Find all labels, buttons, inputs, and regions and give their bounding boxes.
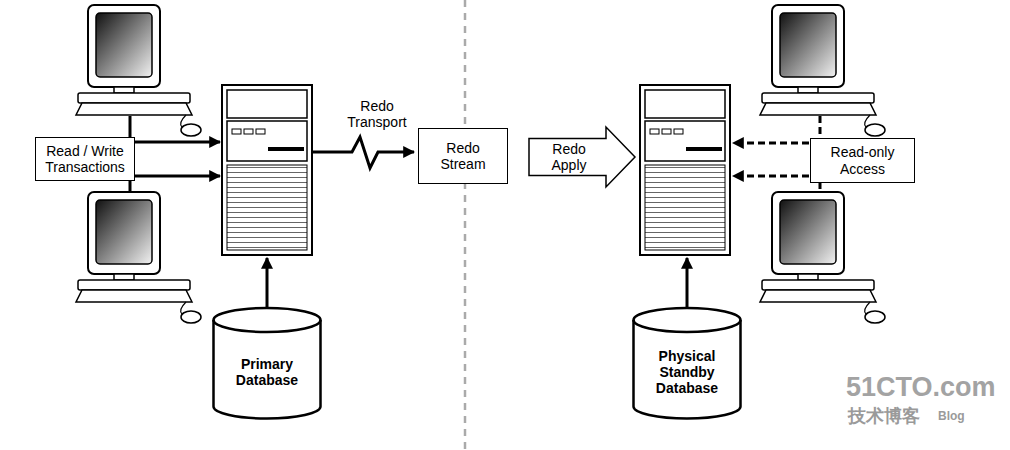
- node-text: Redo Apply: [536, 141, 602, 173]
- illustration-part: [312, 137, 414, 168]
- illustration-part: [733, 175, 820, 178]
- client-wires: [130, 116, 687, 310]
- client-computer: [76, 5, 201, 136]
- watermark: 技术博客: [848, 406, 920, 427]
- node-text: Redo Stream: [425, 140, 501, 172]
- illustration-part: [266, 258, 269, 310]
- transport-label: Redo Transport: [336, 98, 418, 130]
- node-text: Primary Database: [220, 356, 314, 388]
- client-computer: [760, 5, 885, 136]
- illustration-part: [733, 142, 820, 145]
- label-box: Read / Write Transactions: [35, 137, 135, 181]
- database-cylinder: Physical Standby Database: [632, 308, 742, 420]
- apply-arrow: Redo Apply: [528, 126, 636, 188]
- client-computer: [76, 192, 201, 323]
- standby-server: [640, 85, 730, 255]
- watermark: 51CTO.com: [846, 372, 996, 403]
- cylinder-rim: [634, 320, 741, 332]
- client-computer: [760, 192, 885, 323]
- database-cylinder: Primary Database: [212, 308, 322, 420]
- label-box: Read-only Access: [810, 138, 915, 183]
- divider-line: [464, 0, 467, 450]
- watermark: Blog: [938, 410, 965, 424]
- stream-box: Redo Stream: [418, 128, 508, 184]
- node-text: Read-only Access: [817, 144, 908, 176]
- arrow-body: [529, 127, 635, 187]
- cylinder-rim: [214, 320, 321, 332]
- node-text: Read / Write Transactions: [42, 143, 128, 175]
- read-only-wires: [733, 116, 820, 192]
- cylinder-body: [214, 308, 321, 418]
- cylinder-body: [634, 308, 741, 418]
- primary-server: [222, 85, 312, 255]
- illustration-part: [130, 175, 220, 178]
- illustration-part: [130, 141, 220, 144]
- node-text: Physical Standby Database: [640, 348, 734, 396]
- illustration-part: [686, 258, 689, 310]
